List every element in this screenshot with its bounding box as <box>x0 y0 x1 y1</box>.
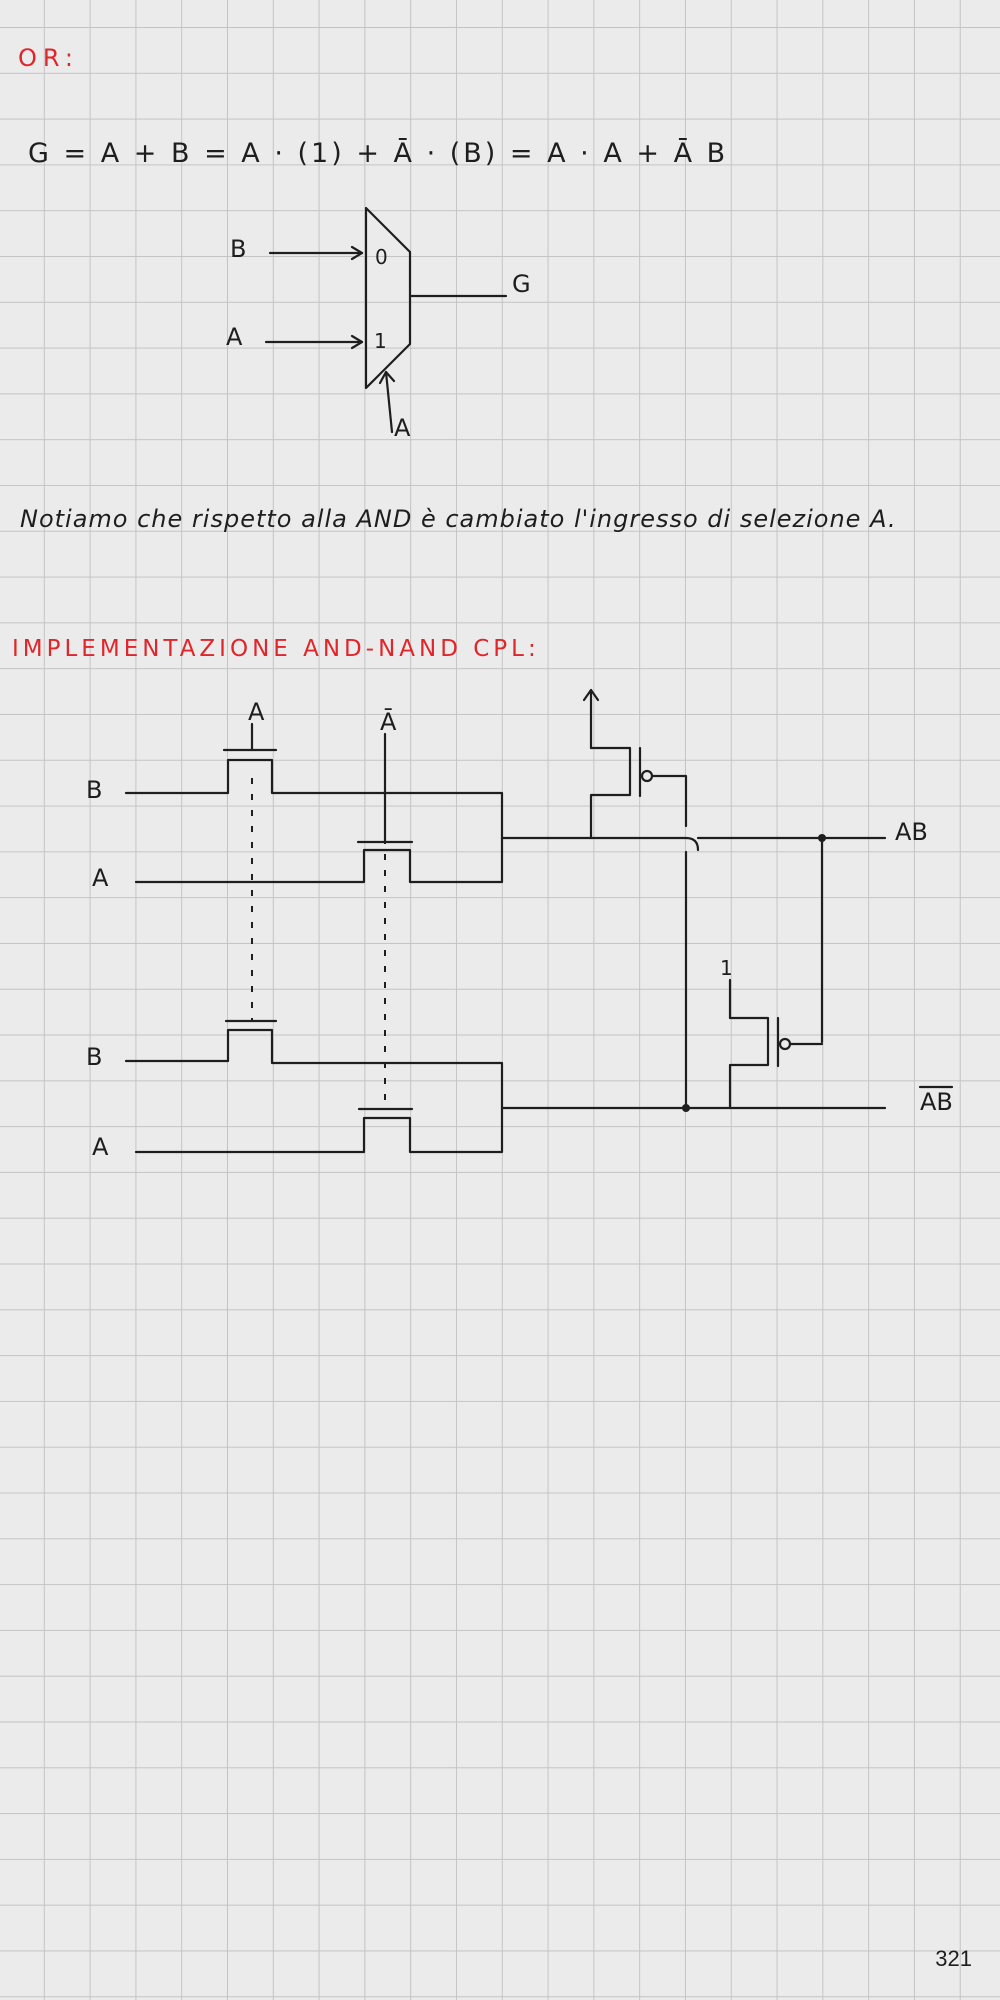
top-pmos-bubble <box>640 769 654 783</box>
multiplexer: B A 0 1 G A <box>226 206 531 442</box>
or-formula: G = A + B = A · (1) + Ā · (B) = A · A + … <box>28 138 729 169</box>
pass-gate-label-abar: Ā <box>380 707 397 736</box>
top-b-pass-path <box>124 758 504 840</box>
bottom-input-b-label: B <box>86 1043 102 1071</box>
output-and-label: AB <box>895 818 928 846</box>
mux-input-0-arrow <box>350 245 364 261</box>
page-number: 321 <box>935 1946 972 1971</box>
bottom-input-a-label: A <box>92 1133 109 1161</box>
mux-body <box>364 206 412 390</box>
bottom-a-pass-path <box>134 1106 504 1154</box>
pass-gate-label-a: A <box>248 698 265 726</box>
mux-select-arrow <box>378 370 396 385</box>
mux-input-1-label: A <box>226 323 243 351</box>
cpl-and-nand-circuit: A Ā B A B A <box>86 688 954 1161</box>
mux-select-wire <box>384 370 394 434</box>
output-nand-label: AB <box>920 1088 953 1116</box>
top-input-b-label: B <box>86 776 102 804</box>
mux-port-1: 1 <box>374 329 387 353</box>
wire-crossover <box>684 836 700 852</box>
or-section-title: OR: <box>18 44 79 72</box>
top-pmos-channel <box>589 746 632 840</box>
mux-select-label: A <box>394 414 411 442</box>
note-paragraph: Notiamo che rispetto alla AND è cambiato… <box>20 505 897 533</box>
top-pmos-gate-wire <box>650 774 688 828</box>
bottom-b-pass-path <box>124 1028 504 1110</box>
top-a-pass-path <box>134 836 504 884</box>
mux-input-0-label: B <box>230 235 246 263</box>
and-junction-dot <box>818 834 826 842</box>
mux-input-1-arrow <box>350 334 364 350</box>
mux-port-0: 0 <box>375 245 388 269</box>
nand-junction-dot <box>682 1104 690 1112</box>
bottom-pmos-channel <box>728 1016 770 1110</box>
cpl-section-title: IMPLEMENTAZIONE AND-NAND CPL: <box>12 636 540 662</box>
vdd-label: 1 <box>720 956 733 980</box>
vdd-top-arrow <box>582 688 600 702</box>
bottom-pmos-bubble <box>778 1037 792 1051</box>
mux-output-label: G <box>512 270 531 298</box>
top-input-a-label: A <box>92 864 109 892</box>
